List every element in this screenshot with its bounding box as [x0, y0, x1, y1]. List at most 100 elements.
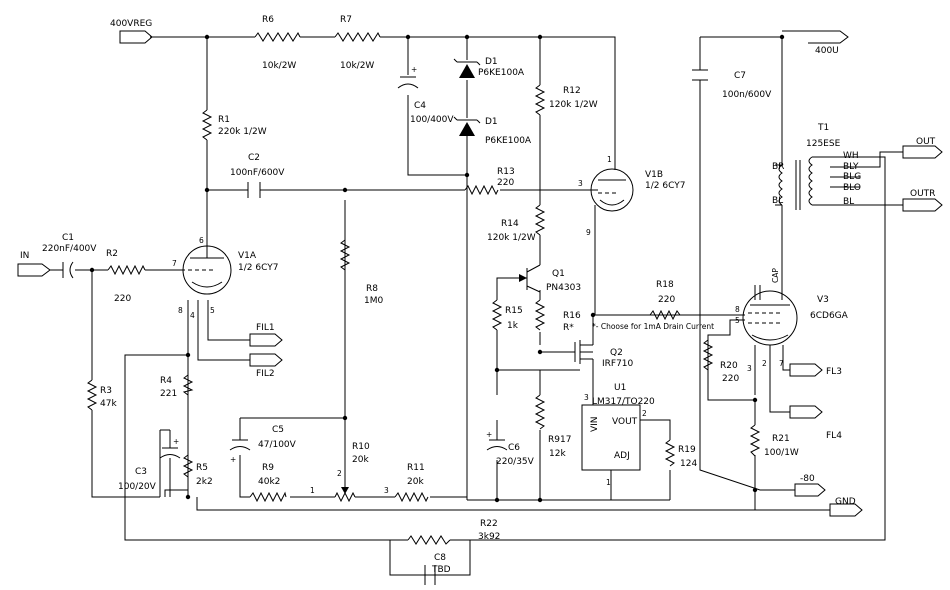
r8-ref: R8: [366, 284, 378, 294]
u1-adj-label: ADJ: [614, 451, 630, 461]
r10-ref: R10: [352, 442, 370, 452]
r5-value: 2k2: [196, 477, 213, 487]
r1-value: 220k 1/2W: [218, 127, 267, 137]
v3-pin-8: 8: [735, 305, 740, 314]
v3-value: 6CD6GA: [810, 311, 849, 321]
r10-pin-2: 2: [337, 469, 342, 478]
c3-ref: C3: [135, 467, 147, 477]
r21-ref: R21: [772, 434, 790, 444]
r21-value: 100/1W: [764, 448, 799, 458]
r16-value: R*: [563, 323, 574, 333]
r18-ref: R18: [656, 280, 674, 290]
d1b-value: P6KE100A: [485, 136, 532, 146]
r7-value: 10k/2W: [340, 61, 374, 71]
port-fl4-flag: [789, 405, 823, 419]
capacitor-c5: [229, 439, 251, 451]
capacitors: + + + +: [62, 65, 708, 585]
transformer-t1: [775, 156, 830, 210]
zener-d1-top: [459, 64, 475, 78]
v1a-pin-8: 8: [178, 306, 183, 315]
v1a-ref: V1A: [238, 251, 257, 261]
r5-ref: R5: [196, 463, 208, 473]
r11-value: 20k: [407, 477, 424, 487]
c3-value: 100/20V: [118, 482, 157, 492]
capacitor-c2: [247, 182, 261, 198]
wiring: [50, 36, 903, 576]
drain-current-note: *- Choose for 1mA Drain Current: [592, 322, 714, 331]
resistor-r13: [464, 184, 499, 196]
capacitor-c7: [692, 69, 708, 81]
port-out-flag: [902, 145, 943, 159]
r6-ref: R6: [262, 15, 274, 25]
resistor-r11: [394, 491, 429, 503]
u1-vin-label: VIN: [590, 416, 600, 432]
capacitor-c4: [397, 76, 419, 89]
port-gnd-flag: [829, 503, 863, 517]
port-fil1-label: FIL1: [256, 323, 275, 333]
r12-ref: R12: [563, 86, 581, 96]
tube-v1b: [585, 168, 634, 212]
v1b-value: 1/2 6CY7: [645, 181, 685, 191]
u1-vout-label: VOUT: [612, 417, 638, 427]
t1-blo-label: BLO: [843, 183, 861, 193]
port-out-label: OUT: [916, 137, 936, 147]
r13-value: 220: [497, 178, 514, 188]
resistor-r6: [254, 31, 301, 42]
capacitor-c8: [390, 565, 470, 585]
port-fil2-flag: [249, 353, 283, 367]
r917-ref: R917: [548, 435, 571, 445]
r10-pin-3: 3: [384, 486, 389, 495]
r3-value: 47k: [100, 399, 117, 409]
u1-pin-2: 2: [642, 409, 647, 418]
d1a-ref: D1: [485, 57, 498, 67]
port-neg80-label: -80: [800, 474, 815, 484]
tube-v3: [742, 290, 798, 346]
c7-ref: C7: [734, 71, 746, 81]
v3-pin-7: 7: [779, 359, 784, 368]
capacitor-c1: [62, 261, 74, 279]
r2-value: 220: [114, 294, 131, 304]
r7-ref: R7: [340, 15, 352, 25]
v1a-value: 1/2 6CY7: [238, 263, 278, 273]
r22-value: 3k92: [478, 532, 500, 542]
r12-value: 120k 1/2W: [549, 100, 598, 110]
r11-ref: R11: [407, 463, 425, 473]
v1b-pin-1: 1: [607, 155, 612, 164]
resistor-r14: [534, 204, 546, 236]
t1-blp-label: BL: [843, 197, 854, 207]
r4-ref: R4: [160, 376, 172, 386]
capacitor-c3: [159, 447, 181, 459]
port-fl3-flag: [789, 363, 823, 377]
d1a-value: P6KE100A: [478, 68, 525, 78]
q2-value: IRF710: [602, 359, 634, 369]
junction-dots: [89, 34, 785, 503]
r15-value: 1k: [507, 321, 519, 331]
port-in-label: IN: [20, 251, 29, 261]
resistor-r8: [339, 239, 351, 271]
r9-ref: R9: [262, 463, 274, 473]
v3-pin-2: 2: [762, 359, 767, 368]
resistor-r20: [702, 339, 714, 371]
c2-ref: C2: [248, 153, 260, 163]
c8-value: TBD: [431, 565, 451, 575]
r3-ref: R3: [100, 386, 112, 396]
r16-ref: R16: [563, 311, 581, 321]
svg-text:+: +: [173, 437, 179, 446]
v1a-pin-7: 7: [172, 259, 177, 268]
r20-value: 220: [722, 374, 739, 384]
v3-ref: V3: [817, 295, 829, 305]
d1b-ref: D1: [485, 117, 498, 127]
resistor-r10: [334, 491, 356, 503]
c5-ref: C5: [272, 425, 284, 435]
q1-ref: Q1: [552, 269, 565, 279]
port-fl3-label: FL3: [826, 367, 842, 377]
r917-value: 12k: [549, 449, 566, 459]
c4-ref: C4: [414, 101, 426, 111]
resistor-r19: [664, 439, 676, 467]
port-400vreg-label: 400VREG: [110, 19, 152, 29]
r22-ref: R22: [480, 519, 498, 529]
port-outr-flag: [902, 198, 943, 212]
v1b-pin-3: 3: [578, 179, 583, 188]
v3-pin-3: 3: [747, 364, 752, 373]
